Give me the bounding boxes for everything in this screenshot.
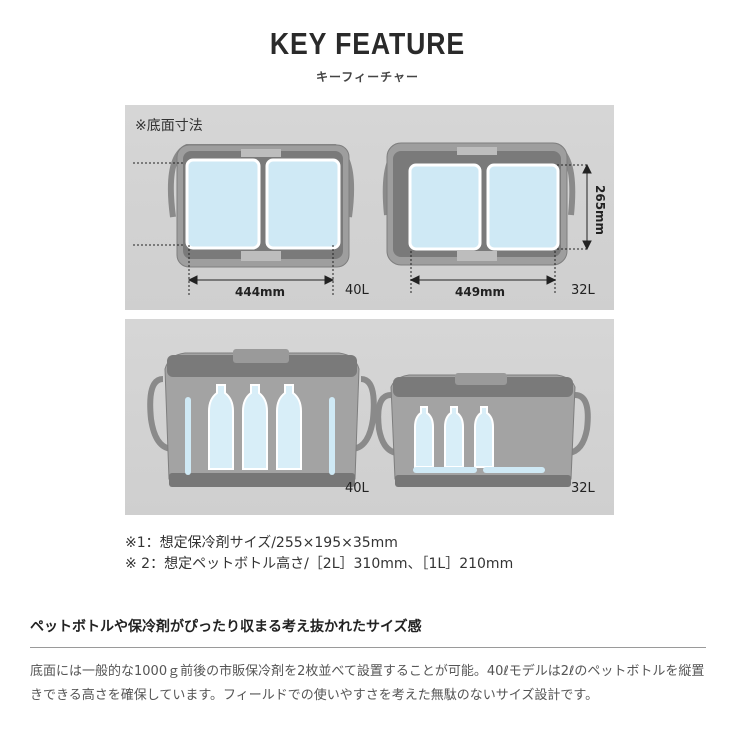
page-subtitle: キーフィーチャー [316, 70, 419, 84]
cooler-32l-cross-section [375, 373, 591, 487]
height-label-32l: 265mm [593, 185, 607, 236]
capacity-label-32l-top: 32L [571, 283, 595, 298]
capacity-label-40l-bottom: 40L [345, 481, 369, 496]
capacity-label-40l-top: 40L [345, 283, 369, 298]
section-heading: ペットボトルや保冷剤がぴったり収まる考え抜かれたサイズ感 [30, 619, 422, 635]
bottom-dimensions-figure: ※底面寸法 444mm 40L 449mm 32L 265mm [125, 105, 614, 310]
cross-section-figure: 40L 32L [125, 319, 614, 515]
bottom-dimension-note: ※底面寸法 [135, 118, 203, 134]
cooler-32l-top-view [382, 142, 576, 266]
cooler-40l-top-view [167, 144, 355, 268]
section-body: 底面には一般的な1000ｇ前後の市販保冷剤を2枚並べて設置することが可能。40ℓ… [30, 664, 705, 703]
width-label-40l: 444mm [235, 285, 286, 299]
cooler-top-view-illustration [133, 142, 592, 295]
cooler-40l-cross-section [147, 349, 377, 487]
width-label-32l: 449mm [455, 285, 506, 299]
footnote-ice-pack: ※1：想定保冷剤サイズ/255×195×35mm [125, 535, 398, 551]
page-title: KEY FEATURE [269, 26, 466, 61]
footnotes: ※1：想定保冷剤サイズ/255×195×35mm ※ 2：想定ペットボトル高さ/… [125, 533, 513, 575]
section-divider [30, 647, 706, 648]
footnote-bottle: ※ 2：想定ペットボトル高さ/［2L］310mm、［1L］210mm [125, 556, 514, 572]
capacity-label-32l-bottom: 32L [571, 481, 595, 496]
cooler-cross-section-illustration [147, 349, 591, 487]
dimension-lines [133, 162, 592, 295]
